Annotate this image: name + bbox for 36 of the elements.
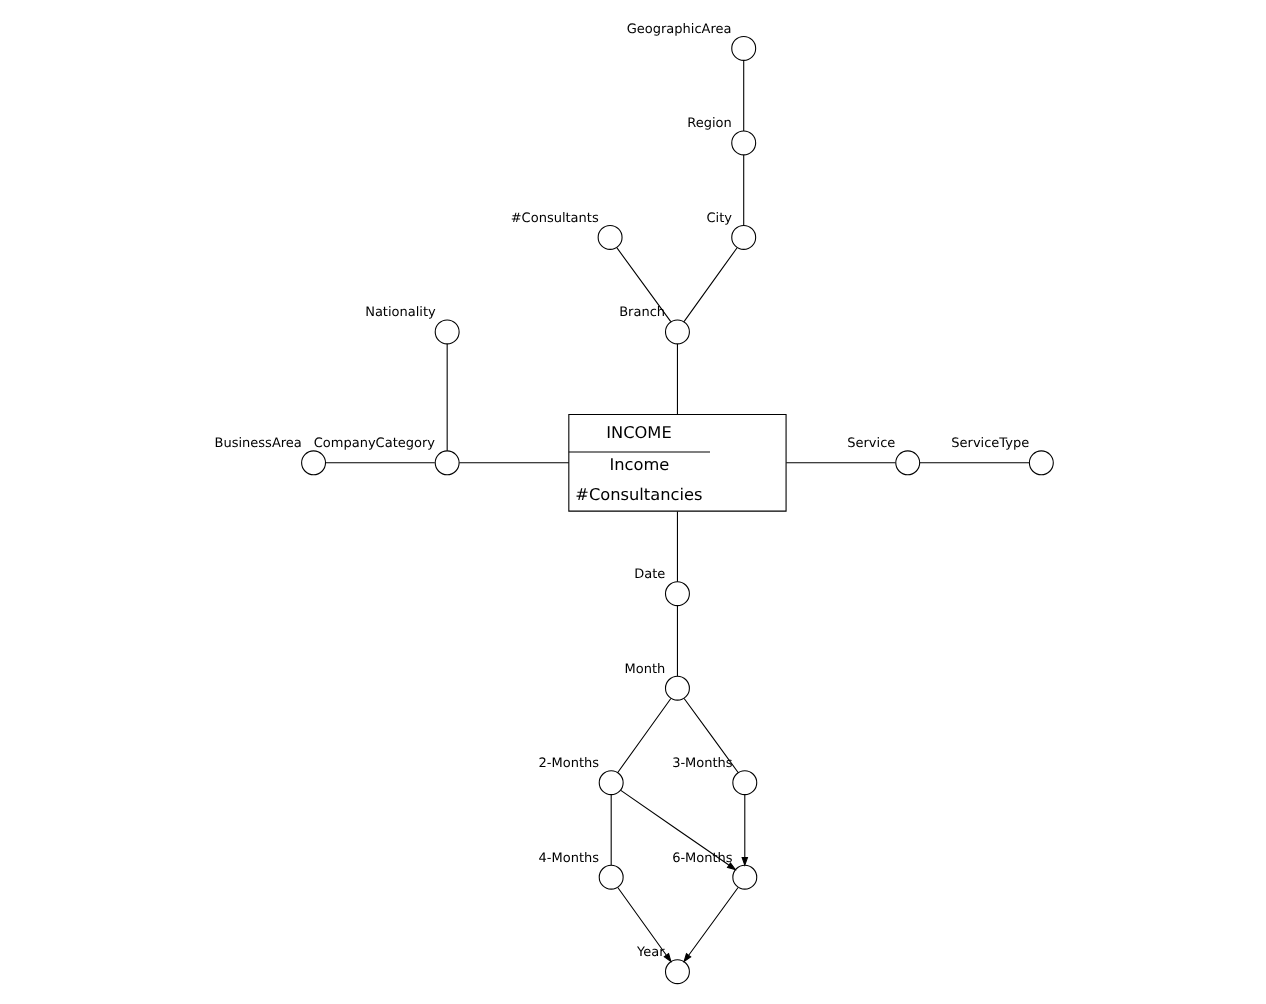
connector (918, 461, 1029, 463)
connector (324, 461, 435, 463)
connector (675, 604, 677, 676)
node-circle (663, 318, 689, 344)
arrow (619, 788, 736, 870)
node-circle (663, 674, 689, 700)
node-circle (597, 769, 623, 795)
connector (682, 246, 737, 322)
connector (682, 696, 738, 772)
node-circle (300, 449, 326, 475)
connector (609, 793, 611, 865)
node-circle (1027, 449, 1053, 475)
connector (615, 246, 671, 322)
node-circle (663, 958, 689, 984)
connector (457, 461, 569, 463)
connector (784, 461, 895, 463)
node-circle (663, 580, 689, 606)
connector (675, 509, 677, 582)
node-circle (596, 223, 622, 249)
node-circle (730, 129, 756, 155)
connector (675, 342, 677, 414)
connector (616, 696, 671, 772)
node-circle (730, 223, 756, 249)
node-circle (433, 449, 459, 475)
node-circle (433, 318, 459, 344)
connector (742, 153, 744, 225)
node-circle (731, 769, 757, 795)
arrow (682, 885, 738, 962)
node-circle (731, 863, 757, 889)
arrow (616, 885, 671, 962)
node-circle (894, 449, 920, 475)
connector (742, 58, 744, 131)
connector (445, 342, 447, 451)
arrow (740, 793, 748, 866)
node-circle (597, 863, 623, 889)
node-circle (730, 34, 756, 60)
